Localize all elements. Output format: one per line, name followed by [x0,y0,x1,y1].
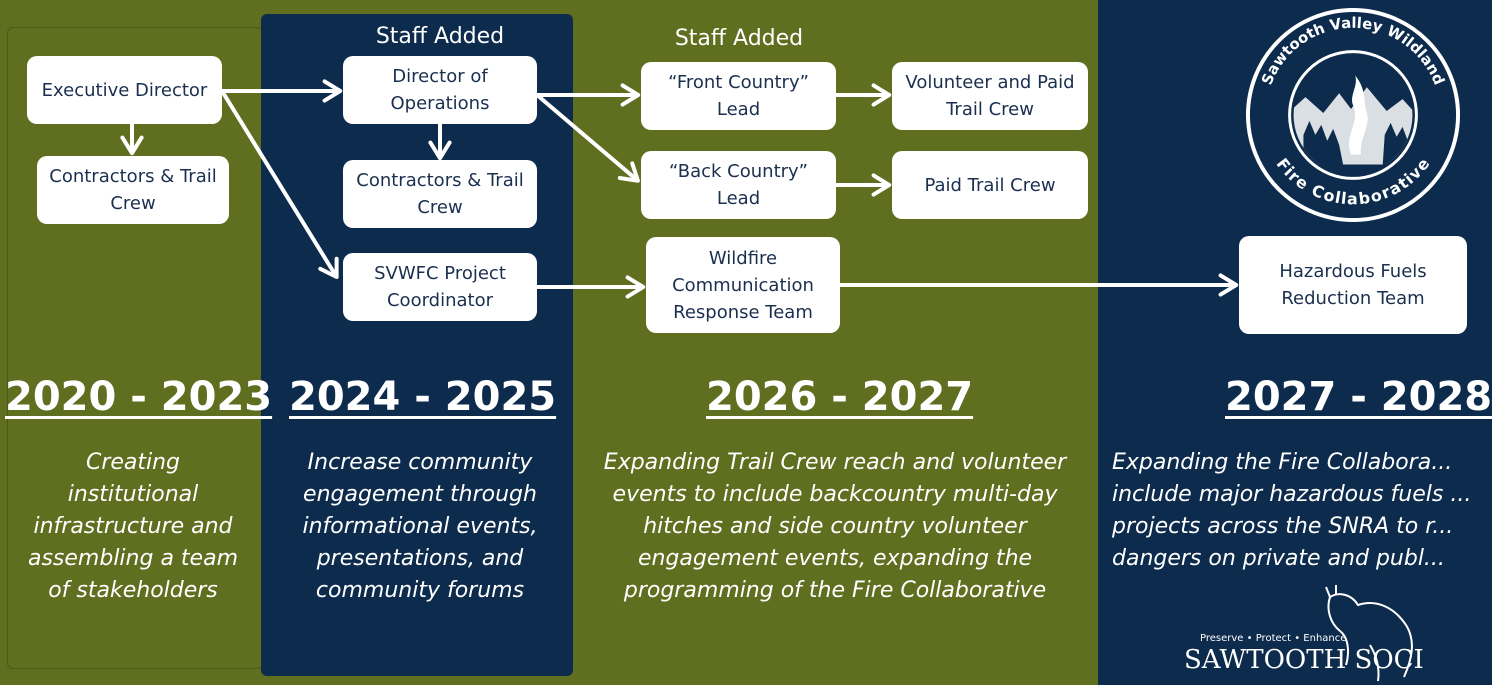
staff-added-label-2024: Staff Added [375,24,505,49]
year-heading-2024-2025: 2024 - 2025 [289,374,557,420]
box-volunteer-and-paid-trail-crew: Volunteer and Paid Trail Crew [892,62,1088,130]
fire-collaborative-logo: Sawtooth Valley Wildland Fire Collaborat… [1245,7,1461,223]
box-executive-director: Executive Director [27,56,222,124]
arrow-exec-to-coordinator [220,89,339,280]
sawtooth-society-logo: Preserve • Protect • Enhance SAWTOOTH SO… [1180,585,1477,685]
description-2026-2027: Expanding Trail Crew reach and volunteer… [603,450,1067,603]
society-tagline: Preserve • Protect • Enhance [1200,633,1347,644]
description-2020-2023: Creating institutional infrastructure an… [27,450,238,603]
arrow-director-to-back-country [535,93,640,183]
box-back-country-lead: “Back Country” Lead [641,151,836,219]
year-heading-2027-2028: 2027 - 2028 [1225,374,1492,420]
description-2027-2028: Expanding the Fire Collabora... include … [1112,450,1472,571]
box-hazardous-fuels-reduction-team: Hazardous Fuels Reduction Team [1239,236,1467,334]
box-svwfc-project-coordinator: SVWFC Project Coordinator [343,253,537,321]
description-2024-2025: Increase community engagement through in… [302,450,538,603]
box-director-of-operations: Director of Operations [343,56,537,124]
box-contractors-trail-crew-2020: Contractors & Trail Crew [37,156,229,224]
period-panel-2020 [7,27,263,669]
society-name: SAWTOOTH SOCI [1184,645,1424,675]
mountain-goat-icon [1325,585,1413,682]
box-front-country-lead: “Front Country” Lead [641,62,836,130]
box-paid-trail-crew: Paid Trail Crew [892,151,1088,219]
period-panel-2024 [261,14,573,676]
box-contractors-trail-crew-2024: Contractors & Trail Crew [343,160,537,228]
staff-added-label-2026: Staff Added [674,26,804,51]
box-wildfire-communication-response-team: Wildfire Communication Response Team [646,237,840,333]
year-heading-2020-2023: 2020 - 2023 [5,374,273,420]
year-heading-2026-2027: 2026 - 2027 [706,374,974,420]
